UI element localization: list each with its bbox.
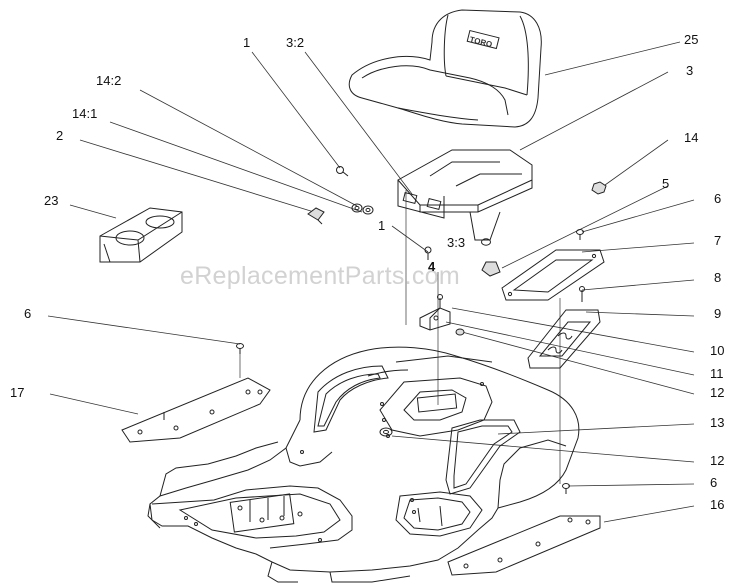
nut-12-upper bbox=[456, 329, 464, 335]
screw-6-bottom bbox=[563, 484, 570, 495]
seat: TORO bbox=[349, 10, 541, 127]
fender-deck bbox=[148, 347, 579, 582]
bolt-10 bbox=[438, 295, 443, 309]
callout-8: 8 bbox=[714, 270, 722, 285]
cup-holder bbox=[100, 208, 182, 262]
callout-17: 17 bbox=[10, 385, 25, 400]
leader-lines bbox=[47, 41, 695, 523]
callout-2: 2 bbox=[56, 128, 64, 143]
callout-5: 5 bbox=[662, 176, 670, 191]
washer-14-2 bbox=[352, 204, 362, 212]
bolt-9 bbox=[580, 287, 585, 303]
callout-16: 16 bbox=[710, 497, 725, 512]
callout-9: 9 bbox=[714, 306, 722, 321]
callout-6-mid: 6 bbox=[24, 306, 32, 321]
seat-pan bbox=[398, 150, 532, 240]
callout-3-3: 3:3 bbox=[447, 235, 466, 250]
panel-right bbox=[448, 516, 600, 575]
callout-3-2: 3:2 bbox=[286, 35, 305, 50]
slide-bracket bbox=[420, 308, 450, 330]
bolt-1-upper bbox=[337, 167, 349, 177]
bolt-1-lower bbox=[425, 247, 431, 260]
callout-12-upper: 12 bbox=[710, 385, 725, 400]
callout-11: 11 bbox=[710, 366, 724, 381]
callout-13: 13 bbox=[710, 415, 725, 430]
knob-5 bbox=[482, 262, 500, 276]
nut-14 bbox=[592, 182, 606, 194]
callout-7: 7 bbox=[714, 233, 722, 248]
callout-14-2: 14:2 bbox=[96, 73, 122, 88]
panel-left bbox=[122, 378, 270, 442]
seat-plate bbox=[502, 250, 604, 300]
callout-1-upper: 1 bbox=[243, 35, 251, 50]
washer-3-3 bbox=[482, 239, 491, 245]
callout-14: 14 bbox=[684, 130, 699, 145]
hardware bbox=[237, 167, 607, 495]
callout-23: 23 bbox=[44, 193, 59, 208]
seat-slide bbox=[528, 310, 600, 368]
callout-14-1: 14:1 bbox=[72, 106, 98, 121]
watermark: eReplacementParts.com bbox=[180, 262, 461, 290]
knob-2 bbox=[308, 208, 324, 224]
callout-6-bottom: 6 bbox=[710, 475, 718, 490]
callout-25: 25 bbox=[684, 32, 699, 47]
callout-12-lower: 12 bbox=[710, 453, 725, 468]
callout-6-top: 6 bbox=[714, 191, 722, 206]
callout-10: 10 bbox=[710, 343, 725, 358]
washer-14-1 bbox=[363, 206, 373, 214]
callout-4: 4 bbox=[428, 259, 436, 274]
screw-6-mid bbox=[237, 344, 244, 355]
callout-1-lower: 1 bbox=[378, 218, 386, 233]
screw-6-top bbox=[577, 230, 584, 241]
callout-3: 3 bbox=[686, 63, 694, 78]
